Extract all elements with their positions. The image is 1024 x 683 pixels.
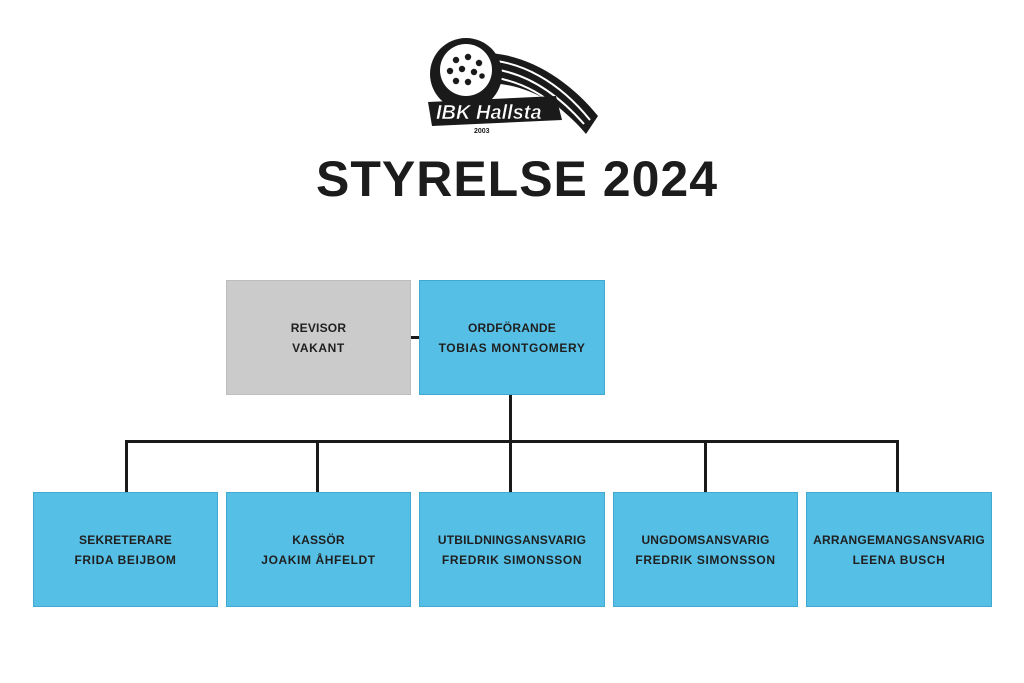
connector-drop-2 — [316, 440, 319, 492]
member-box-events: ARRANGEMANGSANSVARIG LEENA BUSCH — [806, 492, 992, 607]
role-label: ORDFÖRANDE — [468, 320, 556, 335]
person-name: JOAKIM ÅHFELDT — [261, 552, 376, 567]
member-box-education: UTBILDNINGSANSVARIG FREDRIK SIMONSSON — [419, 492, 605, 607]
role-label: SEKRETERARE — [79, 532, 172, 547]
revisor-box: REVISOR VAKANT — [226, 280, 411, 395]
connector-drop-4 — [704, 440, 707, 492]
club-logo: IBK Hallsta 2003 — [428, 38, 598, 135]
role-label: ARRANGEMANGSANSVARIG — [813, 532, 985, 547]
connector-horizontal-bus — [125, 440, 899, 443]
connector-drop-3 — [509, 440, 512, 492]
connector-chair-down — [509, 394, 512, 442]
connector-drop-5 — [896, 440, 899, 492]
role-label: REVISOR — [290, 320, 347, 335]
logo-year: 2003 — [474, 128, 490, 135]
connector-drop-1 — [125, 440, 128, 492]
member-box-secretary: SEKRETERARE FRIDA BEIJBOM — [33, 492, 218, 607]
member-box-youth: UNGDOMSANSVARIG FREDRIK SIMONSSON — [613, 492, 798, 607]
role-label: UNGDOMSANSVARIG — [641, 532, 770, 547]
chair-box: ORDFÖRANDE TOBIAS MONTGOMERY — [419, 280, 605, 395]
member-box-treasurer: KASSÖR JOAKIM ÅHFELDT — [226, 492, 411, 607]
person-name: FREDRIK SIMONSSON — [441, 552, 583, 567]
logo-text: IBK Hallsta — [436, 102, 542, 124]
connector-revisor-chair — [410, 336, 419, 339]
person-name: LEENA BUSCH — [852, 552, 946, 567]
person-name: VAKANT — [292, 340, 345, 355]
person-name: FREDRIK SIMONSSON — [635, 552, 776, 567]
role-label: UTBILDNINGSANSVARIG — [437, 532, 587, 547]
floorball-icon — [430, 38, 502, 110]
person-name: FRIDA BEIJBOM — [74, 552, 177, 567]
page-title: STYRELSE 2024 — [315, 151, 719, 207]
person-name: TOBIAS MONTGOMERY — [438, 340, 586, 355]
role-label: KASSÖR — [292, 532, 345, 547]
